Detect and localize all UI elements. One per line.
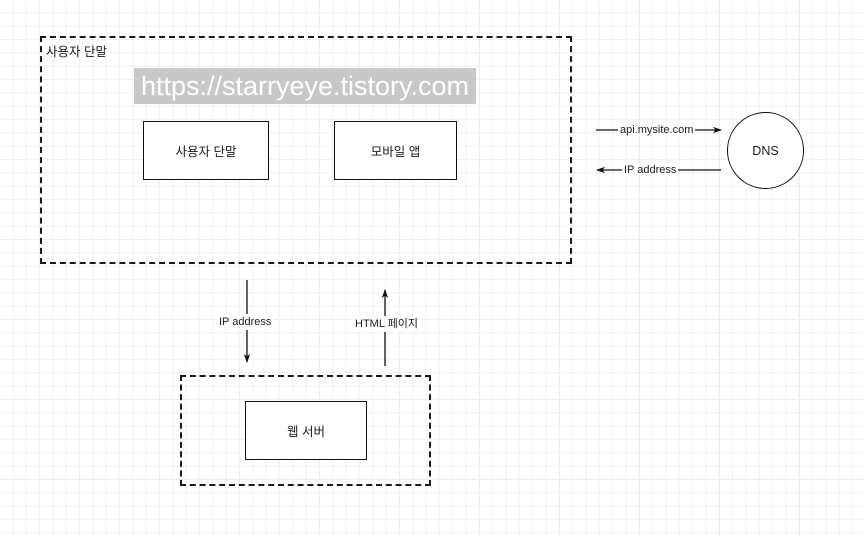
server-zone-container [180, 375, 431, 486]
node-mobile-app: 모바일 앱 [334, 121, 457, 180]
node-user-terminal: 사용자 단말 [143, 121, 269, 180]
node-dns: DNS [727, 112, 804, 189]
edge-label-html-page: HTML 페이지 [352, 316, 421, 333]
client-zone-label: 사용자 단말 [46, 45, 107, 59]
client-zone-container: 사용자 단말 [40, 36, 572, 264]
edge-label-ip-address: IP address [216, 314, 275, 331]
edge-label-dns-ip-address: IP address [622, 164, 679, 177]
edge-label-api-mysite: api.mysite.com [618, 124, 696, 137]
watermark-url: https://starryeye.tistory.com [134, 68, 476, 104]
node-web-server: 웹 서버 [245, 401, 367, 460]
